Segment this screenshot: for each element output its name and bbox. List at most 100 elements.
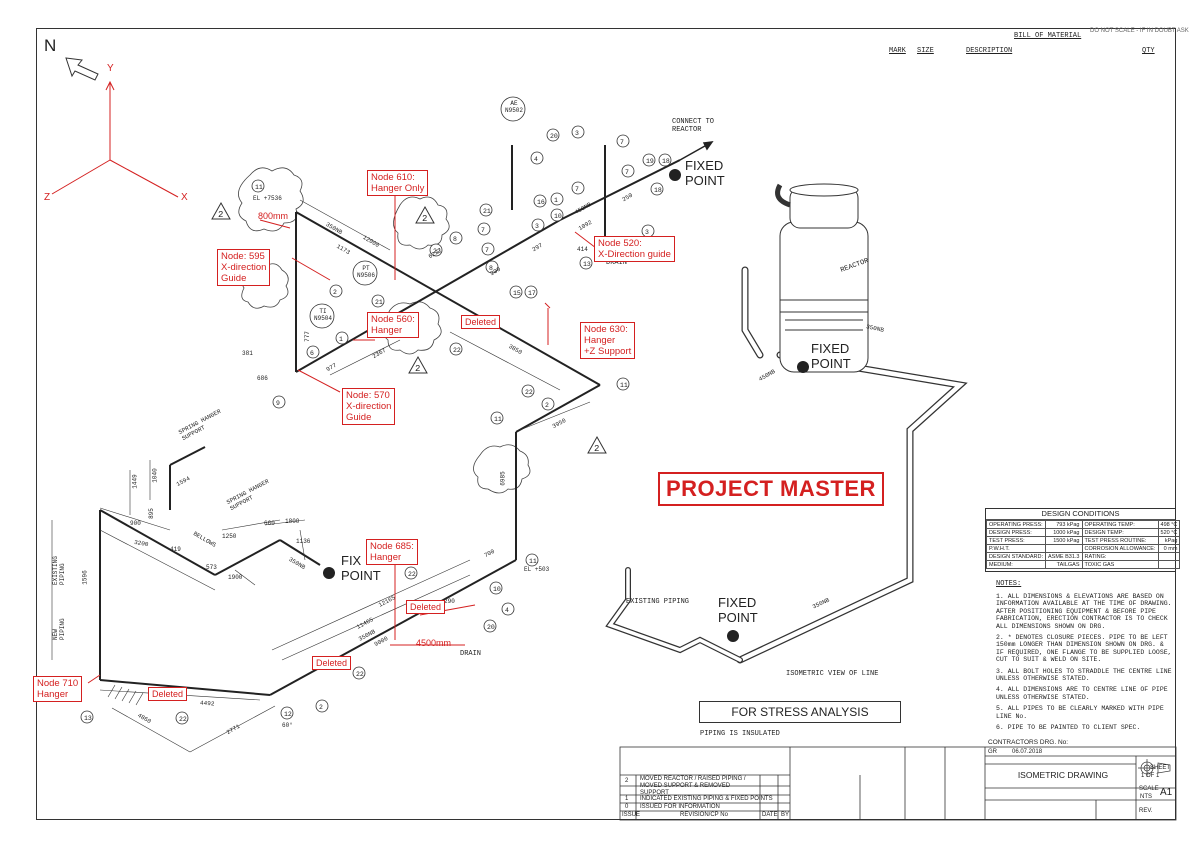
dim-1040: 1040 [151, 468, 159, 483]
fixed-point-label-1a: FIXED [685, 158, 724, 173]
dim-1596: 1596 [81, 570, 89, 585]
dim-414: 414 [577, 246, 588, 253]
fixed-point-marker-3 [323, 567, 335, 579]
project-master-stamp: PROJECT MASTER [658, 472, 884, 506]
svg-text:4: 4 [534, 156, 538, 163]
dim-800mm-label: 800mm [258, 211, 289, 221]
deleted-tag-2: Deleted [406, 600, 446, 614]
svg-text:22: 22 [179, 716, 187, 723]
piping-insulated-label: PIPING IS INSULATED [700, 730, 780, 738]
dim-573: 573 [206, 564, 217, 571]
north-label: N [44, 36, 57, 55]
rev-row-desc-1: INDICATED EXISTING PIPING & FIXED POINTS [640, 796, 773, 802]
bom-col-description: DESCRIPTION [966, 47, 1013, 55]
sheet-label: SHEET [1150, 765, 1171, 771]
scale-note: DO NOT SCALE - IF IN DOUBT ASK [1090, 28, 1189, 34]
rev-header-description: REVISION/CP No [680, 812, 728, 818]
svg-text:11: 11 [255, 184, 263, 191]
deleted-tag-1: Deleted [461, 315, 501, 329]
dim-4492: 4492 [199, 699, 215, 708]
instrument-balloons [309, 96, 526, 329]
svg-text:1: 1 [339, 336, 343, 343]
svg-text:10: 10 [493, 586, 501, 593]
dim-290: 290 [444, 598, 455, 605]
dimension-lines [51, 199, 591, 753]
svg-text:1: 1 [554, 197, 558, 204]
svg-text:11: 11 [529, 558, 537, 565]
existing-piping-vertical: EXISTING PIPING [52, 556, 66, 585]
drawing-title: ISOMETRIC DRAWING [1017, 770, 1109, 780]
svg-text:2: 2 [218, 210, 223, 220]
dim-381: 381 [242, 350, 253, 357]
callout-node-595: Node: 595 X-direction Guide [217, 249, 271, 286]
svg-text:6: 6 [310, 350, 314, 357]
new-piping-vertical: NEW PIPING [52, 618, 66, 640]
drawn-by-value: GR [988, 749, 997, 755]
size-value: A1 [1160, 787, 1173, 798]
axis-z-label: Z [44, 192, 51, 203]
svg-text:2: 2 [545, 402, 549, 409]
svg-text:3: 3 [645, 229, 649, 236]
notes-panel: NOTES: 1. ALL DIMENSIONS & ELEVATIONS AR… [996, 580, 1172, 736]
svg-text:22: 22 [433, 248, 441, 255]
axis-x-label: X [181, 192, 188, 203]
rev-header-by: BY [781, 812, 790, 818]
dim-419: 419 [170, 546, 181, 553]
for-stress-analysis-box: FOR STRESS ANALYSIS [699, 701, 901, 723]
svg-text:7: 7 [620, 139, 624, 146]
svg-text:22: 22 [356, 671, 364, 678]
fixed-point-marker-2 [797, 361, 809, 373]
elevation-bottom-label: EL +503 [524, 566, 550, 573]
callout-node-610: Node 610: Hanger Only [367, 170, 429, 196]
rev-row-issue-1: 1 [625, 796, 629, 802]
svg-text:2: 2 [594, 444, 599, 454]
callout-node-685: Node 685: Hanger [366, 539, 418, 565]
note-3: 3. ALL BOLT HOLES TO STRADDLE THE CENTRE… [996, 667, 1172, 683]
svg-text:11: 11 [620, 382, 628, 389]
callout-node-560: Node 560: Hanger [367, 312, 419, 338]
rev-row-issue-2: 2 [625, 778, 629, 784]
svg-text:8: 8 [453, 236, 457, 243]
drawing-border [36, 28, 1176, 820]
fixed-point-label-4a: FIXED [718, 595, 757, 610]
fixed-point-label-3a: FIX [341, 553, 362, 568]
note-6: 6. PIPE TO BE PAINTED TO CLIENT SPEC. [996, 724, 1141, 732]
notes-title: NOTES: [996, 580, 1022, 588]
axis-y-label: Y [107, 63, 114, 74]
bom-col-qty: QTY [1142, 47, 1155, 55]
svg-text:7: 7 [485, 247, 489, 254]
axis-triad-icon [51, 80, 179, 198]
note-4: 4. ALL DIMENSIONS ARE TO CENTRE LINE OF … [996, 686, 1168, 701]
anchor-hatch [107, 684, 144, 706]
svg-text:22: 22 [408, 571, 416, 578]
svg-text:18: 18 [654, 187, 662, 194]
instrument-ae-label: AE N9502 [505, 100, 524, 114]
dim-777: 777 [303, 331, 311, 342]
rev-header-issue: ISSUE [622, 812, 641, 818]
callout-arrows [87, 194, 597, 684]
elevation-top-label: EL +7536 [253, 195, 282, 202]
rev-row-desc-0: ISSUED FOR INFORMATION [640, 804, 720, 810]
bom-col-mark: MARK [889, 47, 906, 55]
svg-text:17: 17 [528, 290, 536, 297]
drain-label-bottom: DRAIN [460, 650, 482, 658]
part-mark-bubbles [80, 125, 672, 725]
fixed-point-label-4b: POINT [718, 610, 758, 625]
design-conditions-panel: DESIGN CONDITIONS OPERATING PRESS:793 kP… [985, 508, 1181, 572]
dim-6985: 6985 [499, 471, 507, 486]
rev-row-issue-0: 0 [625, 804, 629, 810]
svg-text:13: 13 [84, 715, 92, 722]
dim-900: 900 [130, 520, 141, 527]
revision-triangles [211, 201, 607, 454]
svg-text:22: 22 [453, 347, 461, 354]
callout-node-570: Node: 570 X-direction Guide [342, 388, 396, 425]
svg-text:19: 19 [646, 158, 654, 165]
svg-text:15: 15 [513, 290, 521, 297]
dim-4500mm-label: 4500mm [416, 638, 452, 648]
north-arrow-icon [65, 57, 99, 81]
instrument-pt-label: PT N9506 [357, 265, 376, 279]
svg-text:13: 13 [583, 261, 591, 268]
